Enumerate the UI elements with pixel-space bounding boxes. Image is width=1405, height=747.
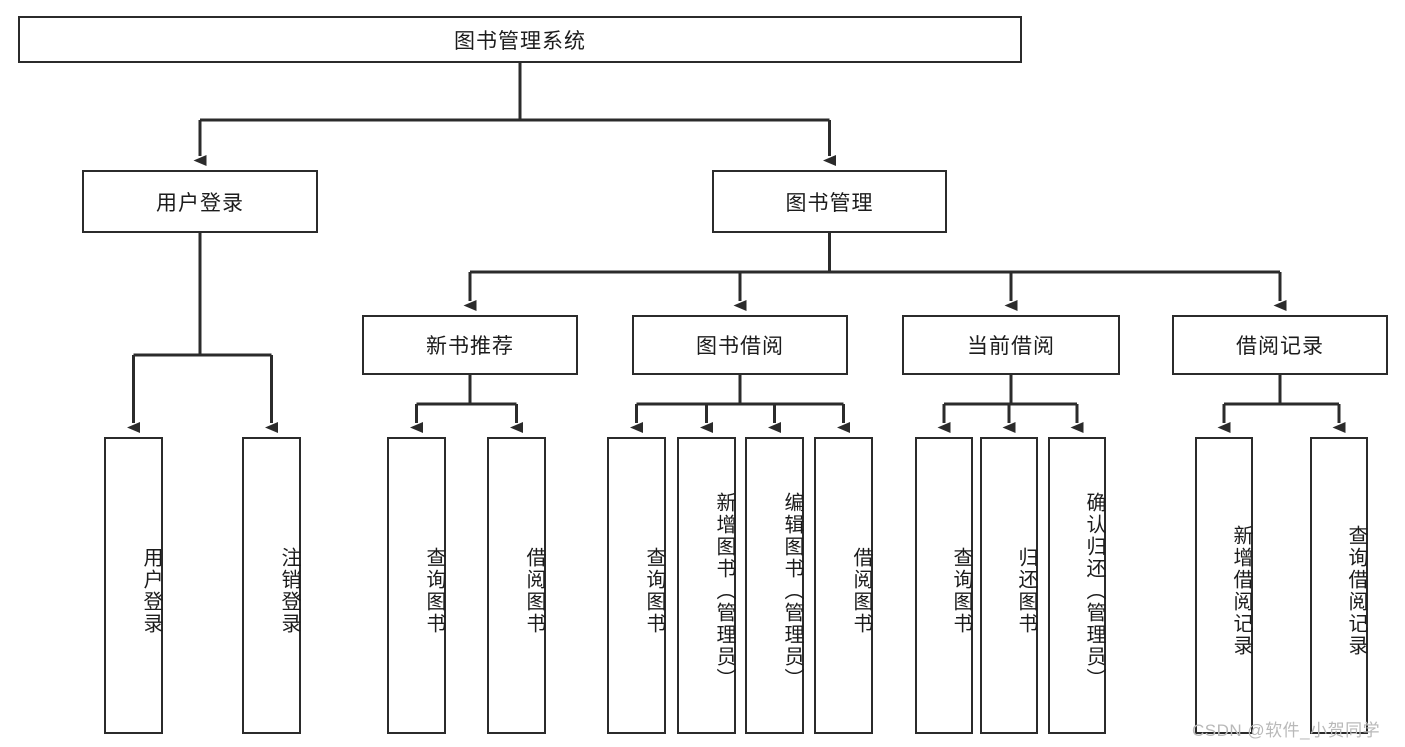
node-label: 当前借阅 (967, 335, 1055, 358)
node-label: 查询图书 (950, 546, 972, 635)
node-new-book-rec[interactable]: 新书推荐 (362, 315, 578, 375)
node-label: 新增借阅记录 (1230, 524, 1252, 657)
node-label: 图书管理 (785, 191, 874, 215)
node-label: 借阅图书 (523, 546, 545, 635)
node-label: 借阅图书 (850, 546, 872, 635)
node-label: 借阅记录 (1236, 335, 1324, 358)
node-label: 编辑图书（管理员） (781, 491, 803, 690)
node-label: 确认归还（管理员） (1083, 491, 1105, 690)
node-leaf-user-login[interactable]: 用户登录 (104, 437, 163, 734)
node-label: 注销登录 (278, 546, 300, 635)
node-label: 用户登录 (156, 191, 244, 215)
node-label: 图书借阅 (696, 335, 784, 358)
node-borrow-record[interactable]: 借阅记录 (1172, 315, 1388, 375)
watermark: CSDN @软件_小贺同学 (1192, 721, 1381, 740)
node-label: 用户登录 (140, 546, 162, 635)
node-leaf-borrow-book-2[interactable]: 借阅图书 (814, 437, 873, 734)
node-label: 查询图书 (643, 546, 665, 635)
node-label: 图书管理系统 (454, 29, 586, 53)
node-leaf-query-book-1[interactable]: 查询图书 (387, 437, 446, 734)
node-leaf-query-book-3[interactable]: 查询图书 (915, 437, 973, 734)
node-label: 新书推荐 (426, 335, 514, 358)
node-label: 归还图书 (1015, 546, 1037, 635)
node-leaf-add-record[interactable]: 新增借阅记录 (1195, 437, 1253, 734)
node-leaf-edit-book[interactable]: 编辑图书（管理员） (745, 437, 804, 734)
edge-paths (127, 63, 1346, 433)
node-leaf-logout[interactable]: 注销登录 (242, 437, 301, 734)
node-root[interactable]: 图书管理系统 (18, 16, 1022, 63)
node-label: 查询图书 (423, 546, 445, 635)
node-book-manage[interactable]: 图书管理 (712, 170, 947, 233)
node-label: 查询借阅记录 (1345, 524, 1367, 657)
node-leaf-query-book-2[interactable]: 查询图书 (607, 437, 666, 734)
node-current-borrow[interactable]: 当前借阅 (902, 315, 1120, 375)
node-leaf-confirm-return[interactable]: 确认归还（管理员） (1048, 437, 1106, 734)
node-leaf-query-record[interactable]: 查询借阅记录 (1310, 437, 1368, 734)
node-leaf-add-book[interactable]: 新增图书（管理员） (677, 437, 736, 734)
node-leaf-return-book[interactable]: 归还图书 (980, 437, 1038, 734)
node-user-login[interactable]: 用户登录 (82, 170, 318, 233)
node-label: 新增图书（管理员） (713, 491, 735, 690)
node-leaf-borrow-book-1[interactable]: 借阅图书 (487, 437, 546, 734)
node-book-borrow[interactable]: 图书借阅 (632, 315, 848, 375)
